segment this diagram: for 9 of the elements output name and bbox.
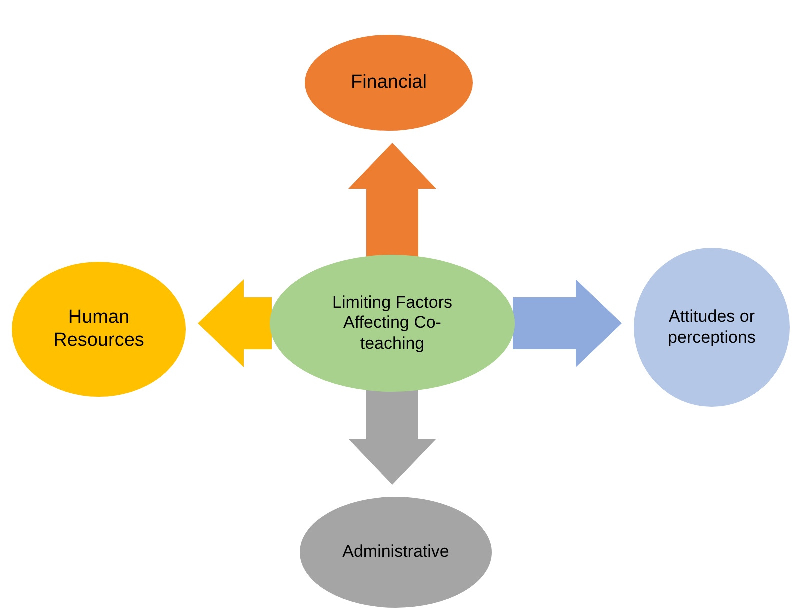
node-label: Attitudes or perceptions bbox=[667, 307, 757, 348]
node-label: Administrative bbox=[342, 542, 450, 563]
block-arrow bbox=[513, 280, 622, 368]
block-arrow bbox=[348, 390, 436, 485]
node-label: Limiting Factors Affecting Co-teaching bbox=[332, 292, 454, 354]
node-label: Financial bbox=[350, 72, 428, 94]
block-arrow bbox=[348, 143, 436, 257]
node-label: Human Resources bbox=[52, 306, 146, 352]
block-arrow bbox=[198, 280, 272, 368]
